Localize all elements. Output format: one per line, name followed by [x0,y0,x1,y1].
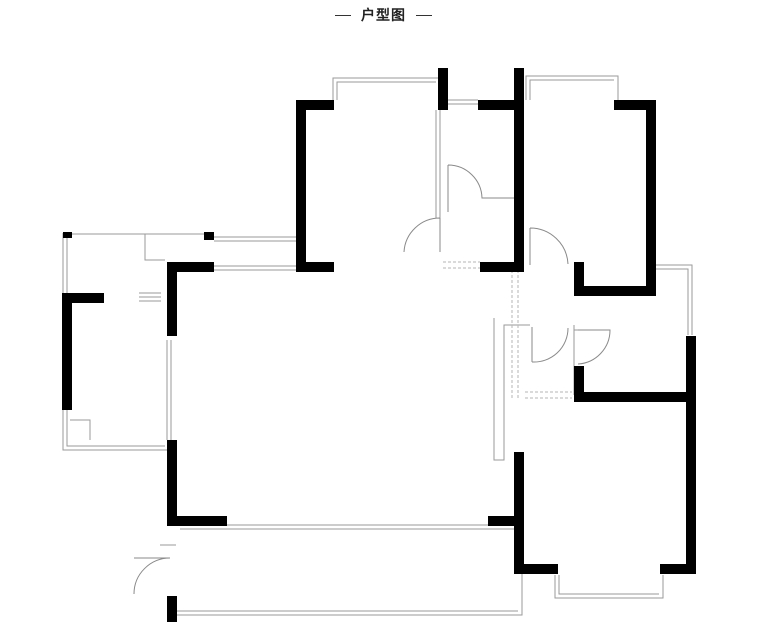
wall [514,564,558,574]
wall [660,564,696,574]
stair-icon [139,292,161,302]
door-swing-icon [577,329,611,365]
wall [646,100,656,296]
window-bathroom-top [448,99,478,105]
wall [296,100,306,270]
wall [167,440,177,526]
dashed-opening-1 [443,261,480,269]
window-bedroom-top-right [525,75,619,100]
window-bedroom-top-left [332,77,441,100]
wall [63,232,72,238]
wall [62,293,72,410]
door-swing-icon [133,557,171,595]
wall [574,262,584,296]
wall [614,100,656,110]
door-swing-icon [529,227,569,265]
wall [514,452,524,574]
wall [438,68,448,110]
wall [574,366,584,402]
window-bedroom-bottom-right [554,575,664,599]
door-swing-icon [531,327,569,363]
wall [574,392,696,402]
walls [62,68,696,622]
balcony-right [655,264,693,335]
wall [296,100,334,110]
wall [488,516,524,526]
door-swing-icon [403,217,441,253]
doors [133,164,611,595]
wall [478,100,522,110]
wall [204,232,214,240]
dashed-opening-2 [511,270,519,400]
corridor-divider [493,318,530,461]
wall [574,286,656,296]
dashed-opening-3 [525,391,572,399]
balcony-left [62,233,167,451]
balcony-left-top [70,233,296,261]
wall [514,68,524,272]
wall [167,516,227,526]
wall [62,293,104,303]
wall [167,262,214,272]
wall [480,262,522,272]
wall [686,336,696,574]
title-dash-left [335,14,351,16]
balcony-bottom-edge [172,525,523,616]
wall [167,262,177,336]
plan-header: 户型图 [0,4,767,26]
balcony-bottom [180,524,515,530]
door-swing-icon [447,164,514,212]
opening-top [214,265,296,271]
wall [167,596,177,622]
wall [296,262,334,272]
window-living-left [166,340,172,440]
thin-lines [62,75,693,616]
title-dash-right [416,14,432,16]
balcony-left-bottom [70,419,91,440]
dashed-openings [443,261,572,400]
bathroom-partition [435,110,441,218]
page-title: 户型图 [361,8,406,24]
